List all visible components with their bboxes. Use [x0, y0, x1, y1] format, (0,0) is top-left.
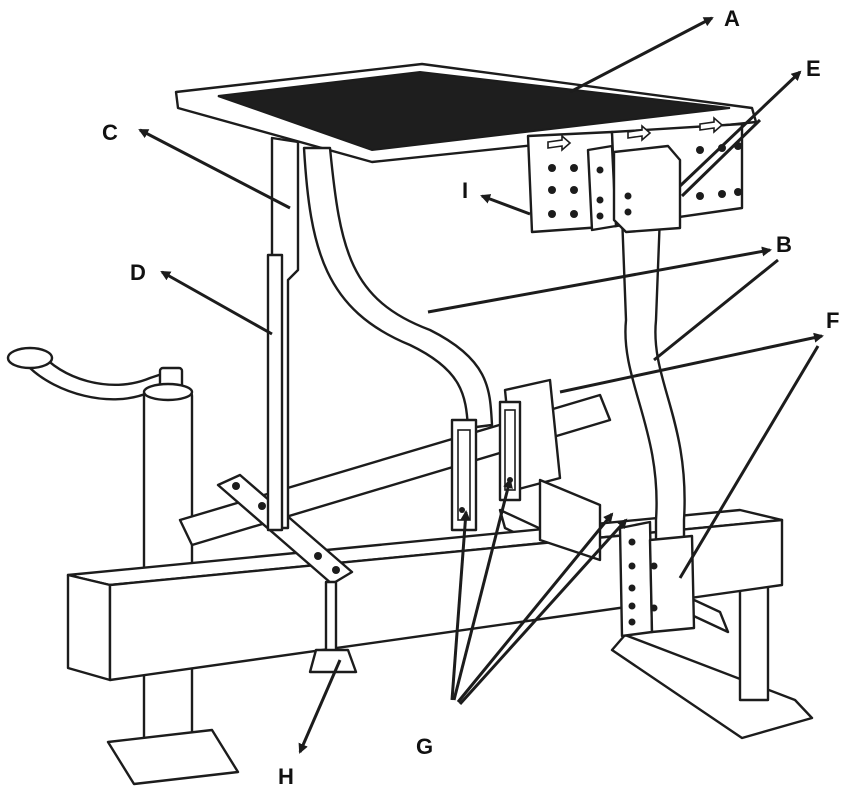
- arrow-icon-3: [699, 116, 724, 134]
- label-b: B: [776, 232, 792, 257]
- right-base-foot: [610, 633, 814, 740]
- label-h: H: [278, 764, 294, 789]
- mounting-plate-assembly: [526, 116, 744, 234]
- labels: A E C I B D F G H: [102, 6, 839, 789]
- center-lower-block: [538, 478, 602, 562]
- hitch-clevis: [308, 648, 358, 674]
- tray-surface: [217, 70, 731, 152]
- hitch-pin-rod: [324, 580, 338, 654]
- beam-bracket-plate: [216, 473, 354, 586]
- mounting-block: [612, 144, 682, 234]
- center-brackets: [450, 378, 602, 562]
- label-i: I: [462, 178, 468, 203]
- jack-foot-plate: [106, 728, 240, 786]
- label-f: F: [826, 308, 839, 333]
- leader-arrows: [138, 16, 824, 754]
- jack-post-top: [142, 382, 194, 402]
- label-e: E: [806, 56, 821, 81]
- guide-bar: [266, 253, 284, 532]
- arrow-icon-2: [627, 124, 652, 142]
- curved-arm-left-shape: [302, 146, 494, 430]
- curved-arm-left: [302, 146, 494, 430]
- arrow-b2: [653, 258, 779, 362]
- hitch-pin-assembly: [308, 580, 358, 674]
- arrow-g3: [456, 512, 614, 703]
- arrow-h: [298, 659, 342, 754]
- arrow-icon-1: [547, 134, 572, 152]
- arrow-i: [480, 194, 531, 216]
- label-c: C: [102, 120, 118, 145]
- label-g: G: [416, 734, 433, 759]
- right-clamp-block: [648, 534, 696, 634]
- arrow-f2: [678, 345, 820, 579]
- mounting-bar: [586, 144, 618, 232]
- arrow-c: [138, 128, 291, 210]
- drawbar-beam: [66, 508, 784, 682]
- left-post-assembly: [266, 136, 300, 532]
- arrow-g2: [452, 478, 513, 701]
- right-clamp: [618, 520, 696, 638]
- label-a: A: [724, 6, 740, 31]
- drawbar-front-face: [66, 573, 112, 682]
- arrow-f1: [559, 332, 824, 394]
- right-vertical-leg: [738, 578, 770, 702]
- arrow-d: [160, 270, 273, 336]
- right-clamp-plate: [618, 520, 654, 638]
- label-d: D: [130, 260, 146, 285]
- slider-left: [450, 418, 478, 532]
- jack-handle-knob: [6, 346, 54, 370]
- arrow-g4: [458, 518, 628, 706]
- arrow-e1: [678, 70, 802, 188]
- arrow-b1: [427, 246, 772, 314]
- arrow-e2: [680, 118, 762, 198]
- arrow-g1: [450, 510, 471, 701]
- arrow-a: [569, 16, 714, 94]
